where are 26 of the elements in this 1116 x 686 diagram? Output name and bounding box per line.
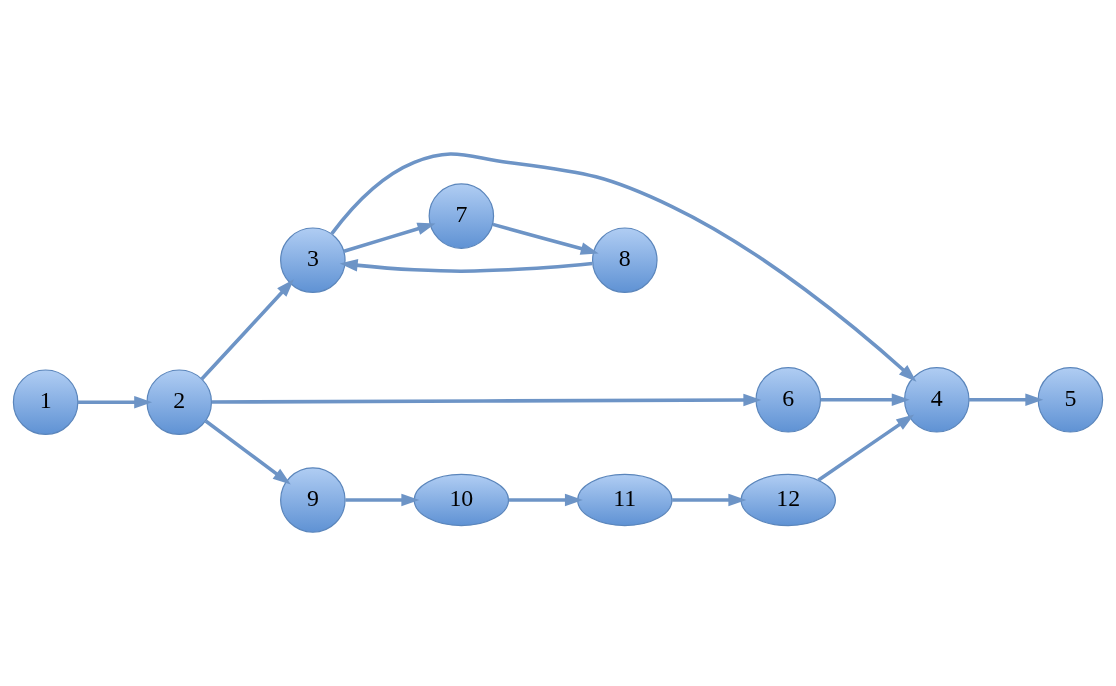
arrow [345,493,420,507]
arrow [330,152,917,382]
arrow [77,395,153,409]
arrow [492,222,599,255]
arrow [817,414,915,482]
arrow [508,493,583,507]
node-circle: 5 [1037,367,1104,433]
node-circle: 9 [280,467,346,533]
node-ellipse: 12 [740,473,836,527]
arrow [343,222,436,253]
node-circle: 6 [755,367,822,433]
arrow [820,393,910,407]
node-circle: 1 [12,369,79,435]
arrow [211,393,762,407]
arrow [339,259,593,273]
arrow [204,419,291,485]
node-circle: 4 [903,367,970,433]
arrow [200,279,294,381]
arrow [969,393,1044,407]
node-ellipse: 10 [413,473,510,527]
node-circle: 7 [428,183,495,249]
node-circle: 8 [592,227,658,294]
node-ellipse: 11 [577,473,673,527]
node-circle: 3 [280,227,346,294]
node-circle: 2 [146,369,213,435]
arrow [672,493,747,507]
